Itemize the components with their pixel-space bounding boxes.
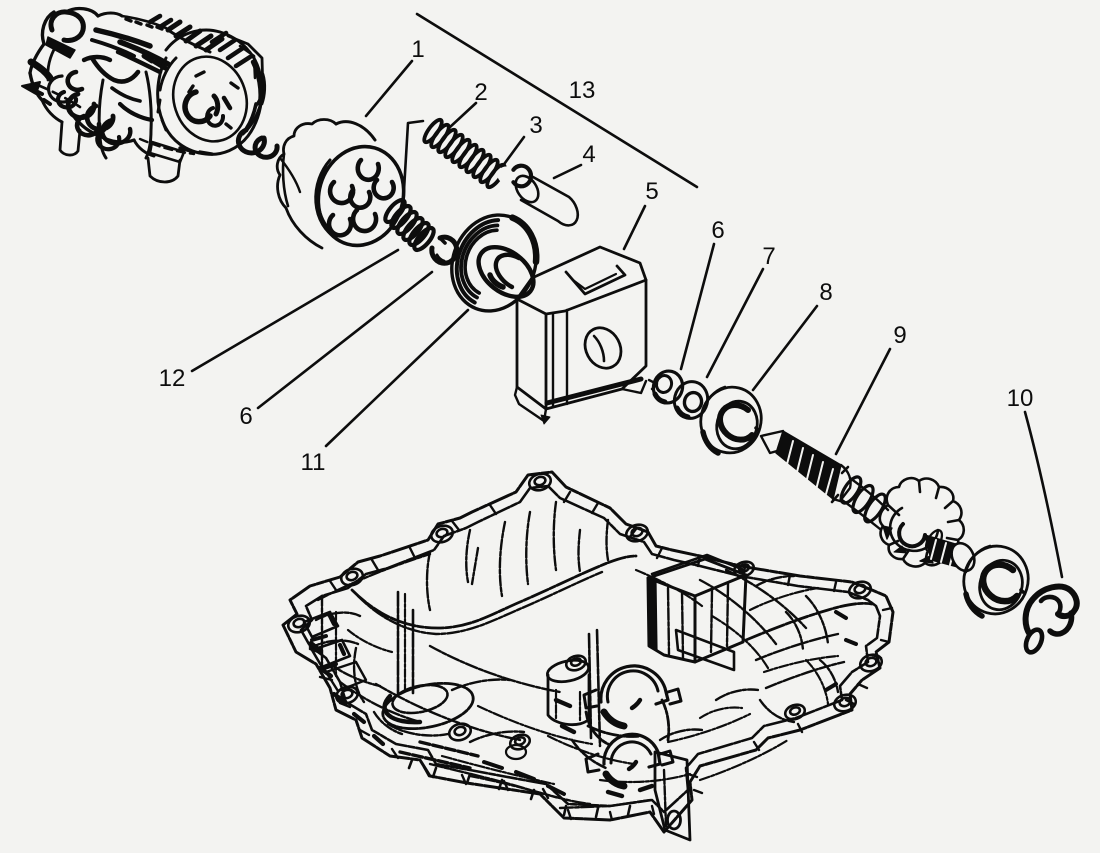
svg-text:12: 12: [159, 365, 186, 392]
svg-text:9: 9: [893, 322, 906, 349]
svg-text:6: 6: [711, 217, 724, 244]
svg-text:11: 11: [301, 449, 326, 476]
svg-text:1: 1: [411, 36, 424, 63]
svg-text:5: 5: [645, 178, 658, 205]
svg-text:4: 4: [582, 141, 595, 168]
svg-text:10: 10: [1007, 385, 1034, 412]
svg-text:13: 13: [569, 77, 596, 104]
svg-text:7: 7: [762, 243, 775, 270]
svg-text:6: 6: [239, 403, 252, 430]
svg-text:2: 2: [474, 79, 487, 106]
svg-text:8: 8: [819, 279, 832, 306]
svg-text:3: 3: [529, 112, 542, 139]
